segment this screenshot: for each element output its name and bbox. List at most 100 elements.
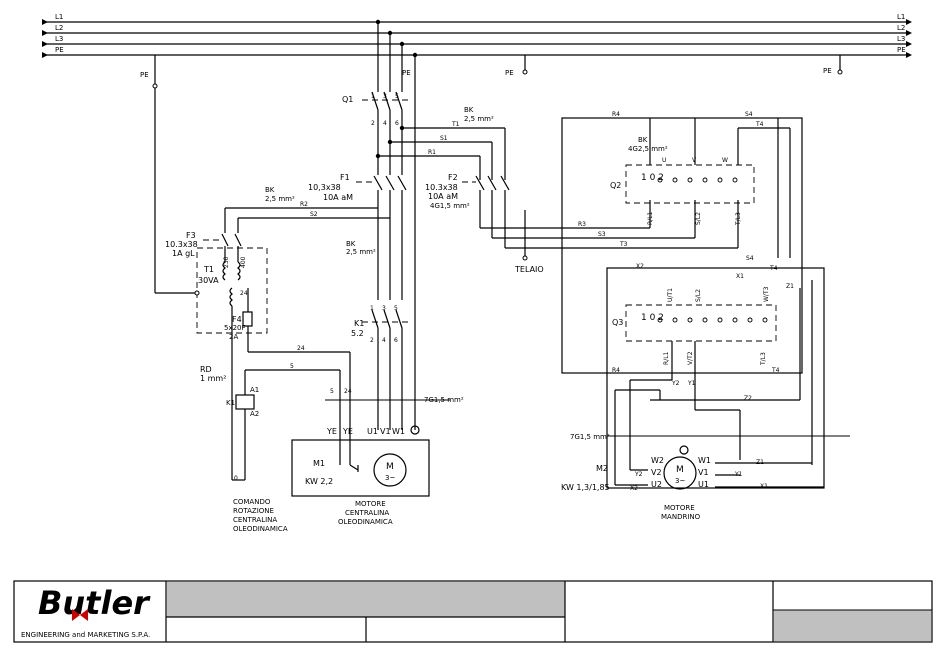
f1-rating: 10,3x38 [308,183,341,192]
wire-24-label-2: 24 [344,388,352,395]
caption-left-1: COMANDO [233,498,271,506]
m2-wire-x1: X1 [760,483,768,490]
q2-top-v: V [692,157,697,164]
q1-term-5: 5 [395,93,399,100]
k1-a1: A1 [250,386,259,394]
q3-v-t2: V/T2 [687,351,694,365]
m2-v2: V2 [651,468,662,477]
line-label-l3: L3 [55,35,63,43]
wire-r3-label: R3 [578,221,586,228]
m1-ye1: YE [326,427,337,436]
brand-company: ENGINEERING and MARKETING S.P.A. [21,631,150,639]
q3-wire-x1: X1 [736,273,744,280]
caption-left: COMANDO ROTAZIONE CENTRALINA OLEODINAMIC… [233,498,288,533]
f3-fuse: 1A gL [172,249,195,258]
k1-sub: 5.2 [351,329,364,338]
title-block: Butler ENGINEERING and MARKETING S.P.A. [13,580,933,643]
q1-feed [375,19,418,430]
q1-out-4: 4 [383,120,387,127]
q1-switch: Q1 1 3 5 2 4 6 [342,91,408,175]
q2-positions: 1 0 2 [641,173,664,183]
rd-label: RD [200,365,212,374]
m1-motor: 7G1,5 mm² YE YE U1 V1 W1 M1 KW 2,2 M 3~ [291,396,464,497]
m2-motor-m: M [676,465,684,475]
q1-out-6: 6 [395,120,399,127]
f2-rating: 10.3x38 [425,183,458,192]
m1-motor-phase: 3~ [385,474,395,482]
line-label-l3-right: L3 [897,35,905,43]
line-label-l1-right: L1 [897,13,905,21]
brand-logo: Butler [38,584,151,622]
bk-mid-label: BK [346,240,356,248]
supply-lines: L1 L2 L3 PE L1 L2 L3 PE [42,13,912,58]
telaio-label: TELAIO [514,265,544,274]
q2-t-l3: T/L3 [735,212,742,226]
q2-cable-label: BK [638,136,648,144]
caption-left-3: CENTRALINA [233,516,277,524]
q2-top-w: W [722,157,728,164]
q3-s-l2: S/L2 [695,289,702,302]
k1-term-1: 1 [370,305,374,312]
q2-s-l2: S/L2 [695,212,702,225]
k1-a2: A2 [250,410,259,418]
control-wires: 24 5 RD 1 mm² K1 A1 A2 0 24 5 [200,345,352,482]
q3-wire-t4-b: T4 [771,367,780,374]
f4-label: F4 [232,315,242,324]
q3-wire-r4: R4 [612,367,620,374]
m1-u1: U1 [367,427,378,436]
m1-w1: W1 [392,427,405,436]
line-label-pe: PE [55,46,64,54]
wire-s4-label: S4 [745,111,753,118]
line-label-l2-right: L2 [897,24,905,32]
m2-u2: U2 [651,480,662,489]
m2-motor: 7G1,5 mm² M2 KW 1,3/1,85 M 3~ W2 V2 U2 W… [561,433,850,492]
m1-ye2: YE [342,427,353,436]
q3-wire-y2: Y2 [671,380,680,387]
pe-taps: PE PE PE PE [140,55,843,89]
m2-kw: KW 1,3/1,85 [561,483,610,492]
q3-r-l1: R/L1 [663,351,670,365]
k1-contactor: BK 2,5 mm² K1 5.2 1 3 5 2 4 6 [346,240,408,430]
q3-wire-s4: S4 [746,255,754,262]
q3-u-t1: U/T1 [667,288,674,302]
f1-label: F1 [340,173,350,182]
k1-out-6: 6 [394,337,398,344]
pe-tap-center-label: PE [402,69,411,77]
brand-bowtie-icon [72,609,88,621]
wire-t1-label: T1 [451,121,460,128]
caption-left-4: OLEODINAMICA [233,525,288,533]
k1-out-2: 2 [370,337,374,344]
wire-5-label-2: 5 [330,388,334,395]
q1-out-2: 2 [371,120,375,127]
t1-label: T1 [203,265,214,274]
f2-fuse: 10A aM [428,192,458,201]
m1-cable: 7G1,5 mm² [424,396,464,404]
q1-label: Q1 [342,95,353,104]
q3-positions: 1 0 2 [641,313,664,323]
f1-fuses: F1 10,3x38 10A aM [308,173,407,300]
line-label-pe-right: PE [897,46,906,54]
f2-cable: 4G1,5 mm² [430,202,470,210]
wire-t4-label: T4 [755,121,764,128]
m1-label: M1 [313,459,325,468]
f1-fuse: 10A aM [323,193,353,202]
q3-wire-z2: Z2 [744,395,752,402]
f2-label: F2 [448,173,458,182]
t1-transformer: T1 30VA 230 400 24 F4 5x20F 2A [154,88,268,380]
wire-5-label: 5 [290,363,294,370]
q2-label: Q2 [610,181,621,190]
caption-motor2-1: MOTORE [664,504,695,512]
bk-left-spec: 2,5 mm² [265,195,295,203]
m2-v1: V1 [698,468,709,477]
t1-power: 30VA [198,276,219,285]
t1-v-alt: 400 [240,256,247,268]
wire-t3-label: T3 [619,241,628,248]
caption-motor1-1: MOTORE [355,500,386,508]
m1-motor-m: M [386,462,394,472]
f2-fuses: F2 10.3x38 10A aM 4G1,5 mm² TELAIO [425,173,544,274]
k1-label: K1 [354,319,364,328]
t1-v-out: 24 [240,290,248,297]
q3-t-l3: T/L3 [760,352,767,366]
f3-rating: 10.3x38 [165,240,198,249]
